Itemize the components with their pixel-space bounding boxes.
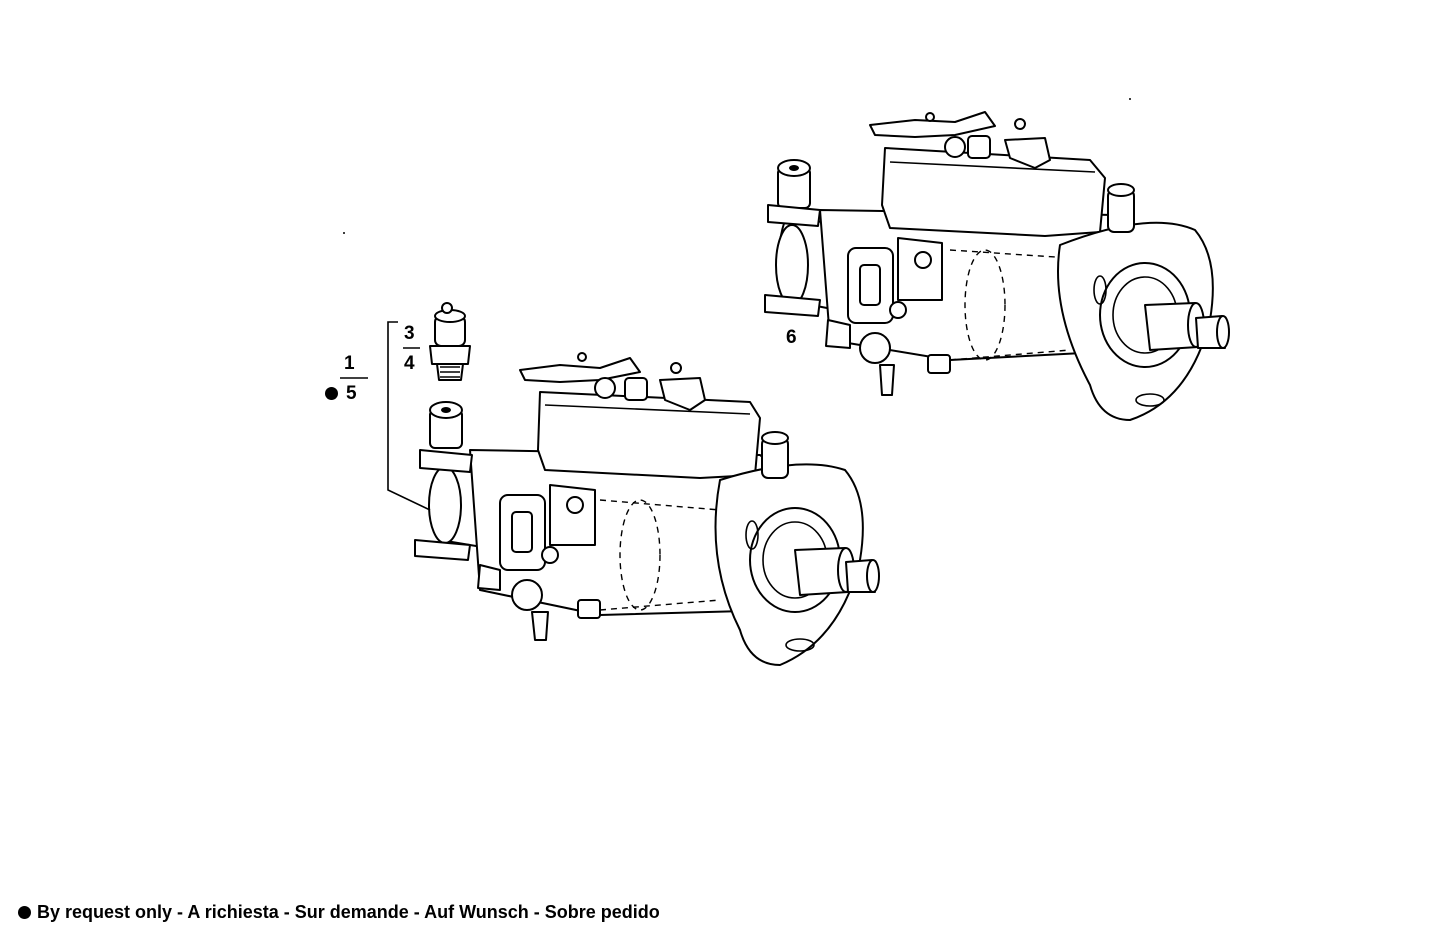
bullet-icon (18, 906, 31, 919)
footer-note: By request only - A richiesta - Sur dema… (18, 902, 660, 923)
callout-label-5: 5 (346, 383, 357, 404)
footer-note-text: By request only - A richiesta - Sur dema… (37, 902, 660, 922)
callout-label-4: 4 (404, 353, 415, 374)
injection-pump-lower (414, 352, 880, 666)
injection-pump-upper (764, 111, 1230, 421)
callout-label-1: 1 (344, 353, 355, 374)
callout-bracket (340, 321, 431, 511)
callout-label-6: 6 (786, 327, 797, 348)
stop-solenoid-part (429, 302, 471, 381)
by-request-bullet-icon (325, 387, 338, 400)
callout-label-3: 3 (404, 323, 415, 344)
